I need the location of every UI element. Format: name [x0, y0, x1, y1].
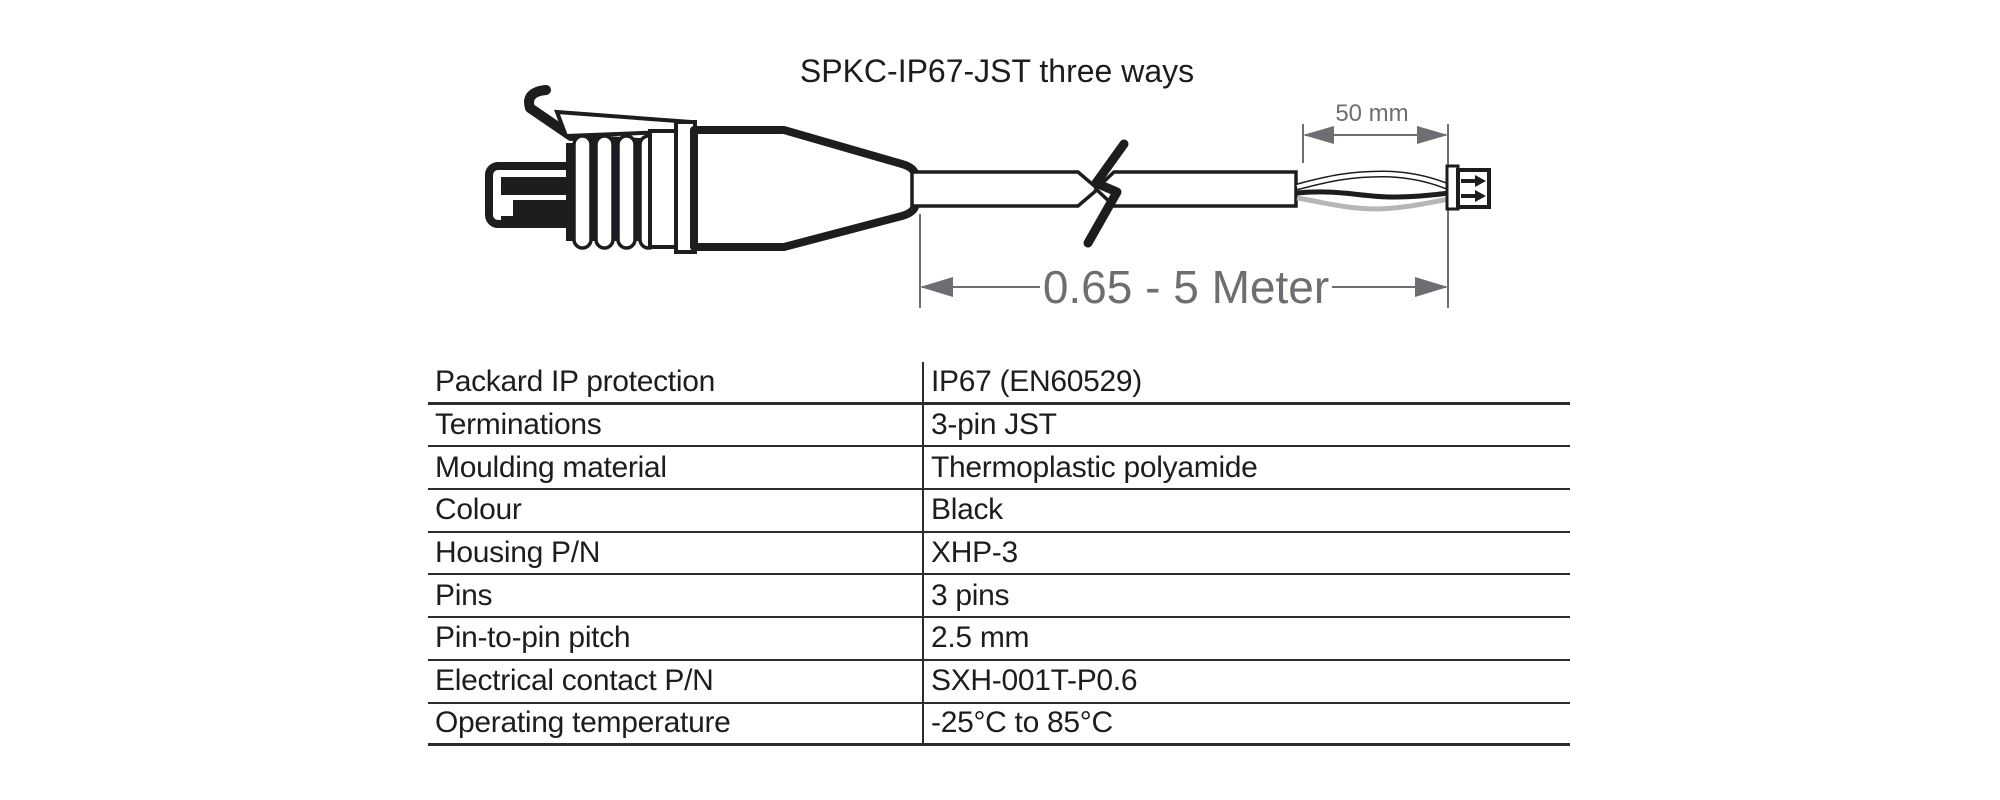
dim-length-arrow-left — [920, 277, 953, 297]
spec-value: XHP-3 — [931, 536, 1018, 570]
breakout-wires — [1296, 170, 1451, 212]
overmoulded-connector — [485, 85, 920, 254]
jst-contact-bottom — [1461, 190, 1486, 202]
jst-connector — [1445, 164, 1491, 211]
spec-value: Thermoplastic polyamide — [931, 450, 1258, 484]
gray-wire — [1296, 195, 1450, 212]
spec-value: -25°C to 85°C — [931, 706, 1113, 740]
spec-label: Colour — [428, 490, 924, 531]
spec-label: Electrical contact P/N — [428, 660, 924, 702]
jst-contact-top — [1461, 175, 1486, 187]
table-row: Operating temperature -25°C to 85°C — [428, 703, 1570, 747]
spec-label: Terminations — [428, 404, 924, 446]
spec-label: Operating temperature — [428, 703, 924, 744]
spec-label: Pins — [428, 575, 924, 617]
table-row: Electrical contact P/N SXH-001T-P0.6 — [428, 660, 1570, 704]
rib-1 — [572, 134, 593, 250]
cable — [910, 139, 1298, 248]
spec-value: Black — [931, 493, 1003, 527]
boot-taper — [690, 126, 920, 251]
table-row: Terminations 3-pin JST — [428, 404, 1570, 448]
dim-50mm-arrow-right — [1417, 126, 1448, 144]
rib-2 — [594, 134, 615, 250]
dim-50mm-arrow-left — [1303, 126, 1334, 144]
white-wire-core — [1296, 171, 1450, 189]
black-wire — [1296, 189, 1450, 200]
diagram-title: SPKC-IP67-JST three ways — [800, 53, 1194, 89]
latch-hook — [524, 85, 576, 141]
jst-body — [1456, 168, 1491, 209]
table-row: Housing P/N XHP-3 — [428, 532, 1570, 576]
spec-value: 3 pins — [931, 578, 1010, 612]
rib-3 — [616, 134, 637, 250]
spec-label: Packard IP protection — [428, 362, 924, 402]
table-row: Pin-to-pin pitch 2.5 mm — [428, 618, 1570, 661]
dim-length-label: 0.65 - 5 Meter — [1043, 261, 1329, 313]
spec-label: Moulding material — [428, 447, 924, 489]
table-row: Packard IP protection IP67 (EN60529) — [428, 362, 1570, 405]
table-row: Colour Black — [428, 490, 1570, 533]
dim-50mm-label: 50 mm — [1335, 100, 1408, 127]
spec-value: 3-pin JST — [931, 408, 1057, 442]
dimension-annotations — [919, 124, 1449, 308]
table-row: Moulding material Thermoplastic polyamid… — [428, 447, 1570, 491]
cable-segment-left — [910, 170, 1101, 208]
dim-length-arrow-right — [1415, 277, 1448, 297]
break-symbol — [1083, 139, 1129, 248]
table-row: Pins 3 pins — [428, 575, 1570, 619]
plug-tip-notch — [501, 200, 513, 216]
spec-table: Packard IP protection IP67 (EN60529) Ter… — [428, 362, 1570, 747]
spec-label: Pin-to-pin pitch — [428, 618, 924, 659]
spec-value: IP67 (EN60529) — [931, 364, 1142, 398]
spec-label: Housing P/N — [428, 532, 924, 574]
cable-segment-right — [1093, 170, 1298, 208]
plug-tip-stripe — [501, 195, 574, 200]
spec-value: SXH-001T-P0.6 — [931, 664, 1138, 698]
spec-value: 2.5 mm — [931, 621, 1030, 655]
